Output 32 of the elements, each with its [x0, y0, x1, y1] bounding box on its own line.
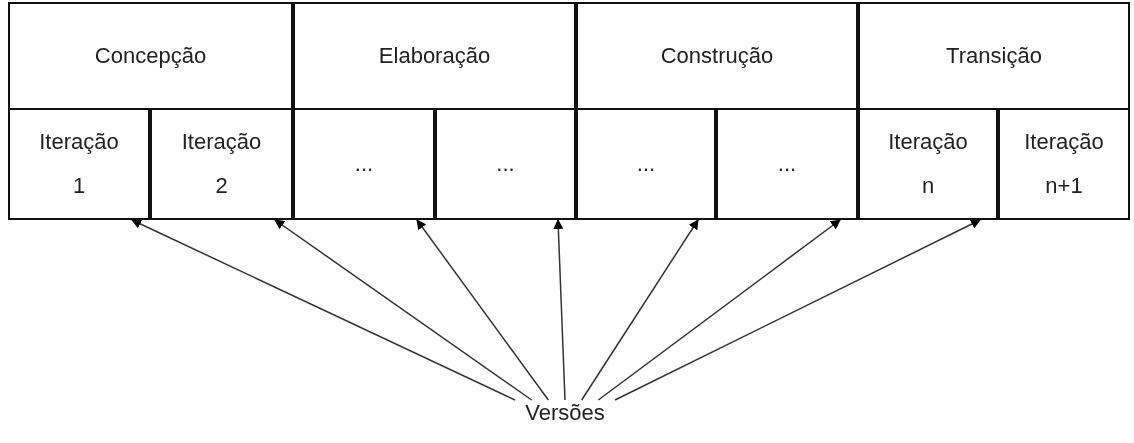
arrow — [614, 219, 981, 401]
cell-text: ... — [354, 150, 374, 178]
phase-cell — [8, 2, 293, 110]
arrow — [597, 219, 841, 401]
cell-text: Iteração 1 — [39, 128, 119, 200]
label-text: Versões — [505, 400, 625, 426]
iteration-cell — [8, 108, 150, 220]
iteration-cell — [293, 108, 435, 220]
cell-text: Iteração n+1 — [1024, 128, 1104, 200]
phase-cell — [293, 2, 576, 110]
cell-text: ... — [636, 150, 656, 178]
arrow — [274, 219, 533, 401]
arrow — [553, 219, 566, 401]
cell-text: Iteração 2 — [181, 128, 262, 200]
cell-text: Concepção — [94, 42, 207, 70]
cell-text: Iteração n — [888, 128, 968, 200]
arrow — [580, 219, 699, 401]
cell-text: Elaboração — [378, 42, 491, 70]
iteration-cell — [435, 108, 576, 220]
iteration-cell — [998, 108, 1130, 220]
cell-text: ... — [496, 150, 515, 178]
phase-cell — [858, 2, 1130, 110]
cell-text: Transição — [946, 42, 1042, 70]
iteration-cell — [150, 108, 293, 220]
cell-text: ... — [777, 150, 797, 178]
iteration-cell — [858, 108, 998, 220]
arrow — [416, 219, 550, 401]
phase-cell — [576, 2, 858, 110]
cell-text: Construção — [660, 42, 774, 70]
iteration-cell — [576, 108, 716, 220]
arrow — [131, 219, 516, 401]
iteration-cell — [716, 108, 858, 220]
